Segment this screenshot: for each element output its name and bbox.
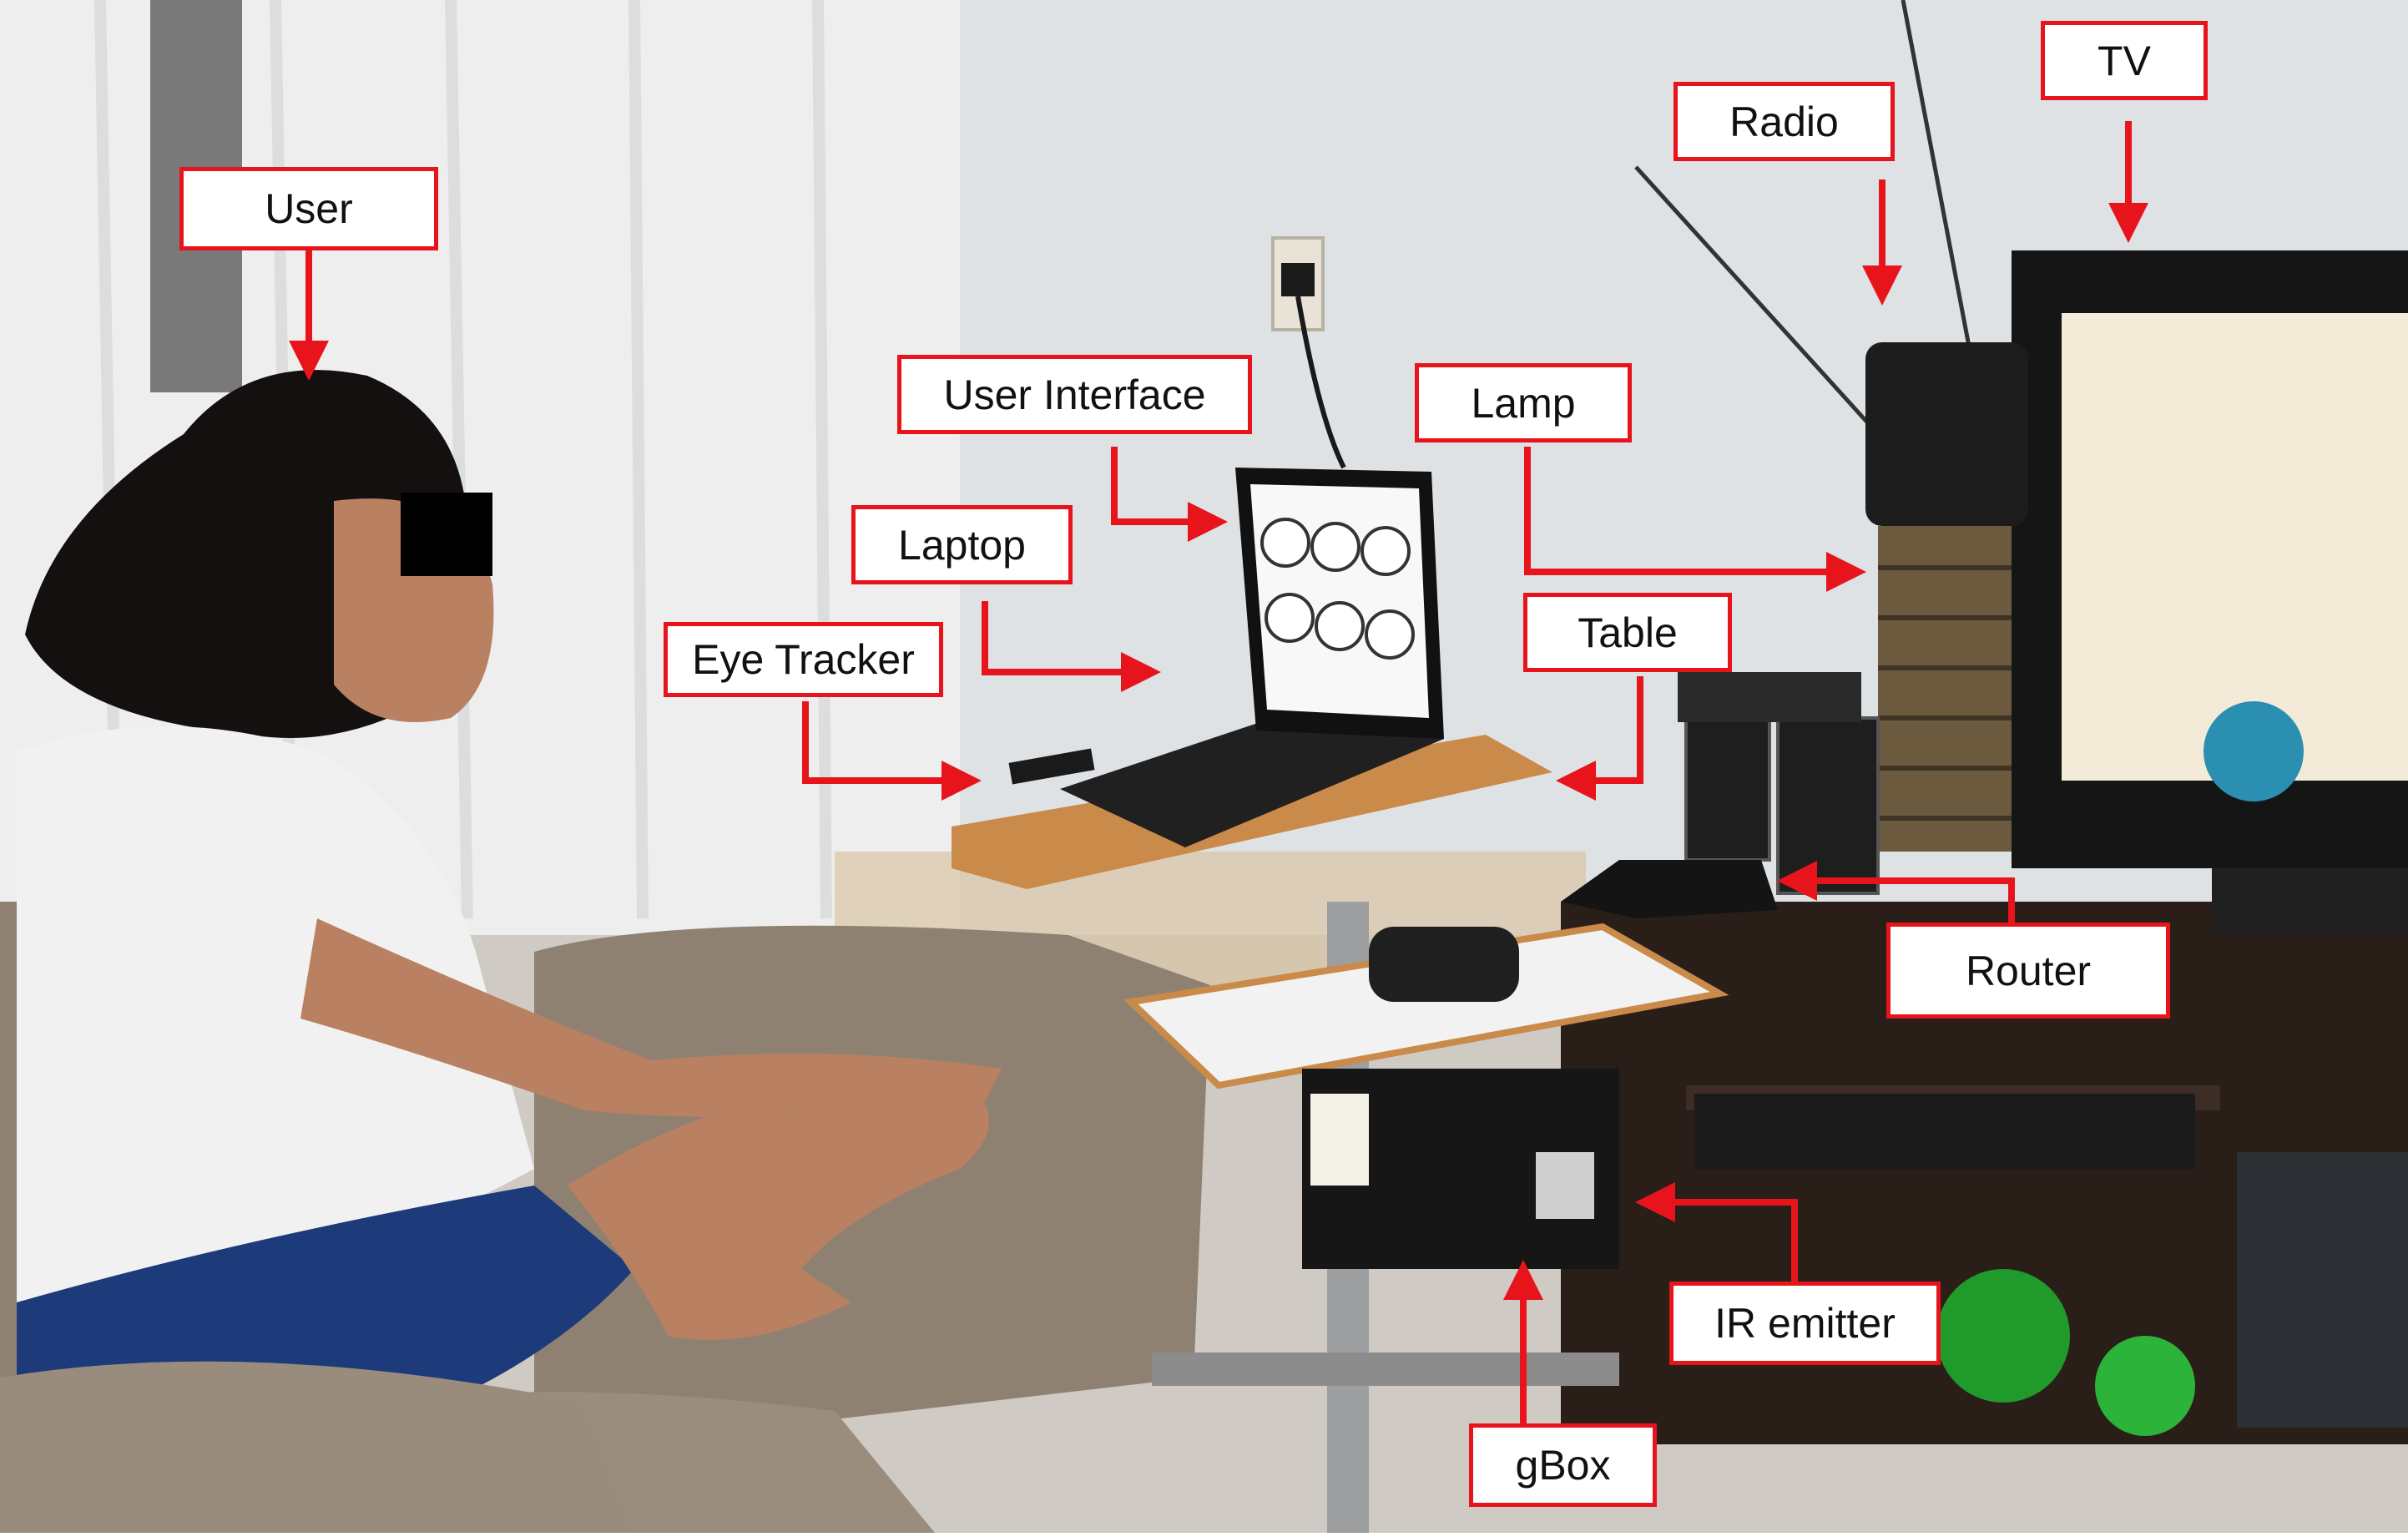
router-body <box>1561 860 1778 918</box>
speaker-back <box>1678 672 1861 722</box>
tv-screen-object <box>2204 701 2304 801</box>
label-table: Table <box>1523 593 1732 672</box>
back-arrow-icon <box>1310 522 1360 572</box>
user-arm <box>300 918 1002 1117</box>
eye-tracker-device <box>1008 748 1095 785</box>
power-icon <box>1315 601 1365 651</box>
table-base <box>1152 1352 1619 1386</box>
user-shirt <box>17 726 534 1302</box>
lamp-base <box>1878 526 2012 852</box>
user-legs <box>568 1076 989 1340</box>
outlet-plug <box>1281 263 1315 296</box>
camera-mount <box>1369 927 1519 1002</box>
speaker-icon <box>1360 526 1411 576</box>
label-radio: Radio <box>1673 82 1895 161</box>
speaker-right <box>1776 716 1880 895</box>
lamp-weave <box>1878 565 2012 821</box>
label-ir-emitter: IR emitter <box>1669 1282 1941 1365</box>
radio-antenna-2 <box>1634 165 1880 436</box>
green-ball-1 <box>1936 1269 2070 1403</box>
radio-antenna-1 <box>1901 0 1972 351</box>
speaker-low-icon <box>1365 609 1415 660</box>
tv-screen <box>2062 313 2408 781</box>
label-user: User <box>179 167 438 250</box>
label-tv: TV <box>2041 21 2208 100</box>
cabinet-device <box>1694 1094 2195 1169</box>
ir-emitter-device <box>1536 1152 1594 1219</box>
green-ball-2 <box>2095 1336 2195 1436</box>
label-laptop: Laptop <box>851 505 1073 584</box>
label-gbox: gBox <box>1469 1423 1657 1507</box>
radio-body <box>1865 342 2028 526</box>
face-blackout <box>401 493 492 576</box>
label-user-interface: User Interface <box>897 355 1252 434</box>
ui-icon-grid <box>1260 518 1415 660</box>
power-cable <box>1295 296 1346 469</box>
label-eye-tracker: Eye Tracker <box>664 622 943 697</box>
subwoofer <box>2237 1152 2408 1428</box>
speaker-left <box>1684 700 1771 862</box>
laptop-base <box>1060 697 1444 847</box>
sofa-front <box>0 1361 634 1533</box>
channel-icon <box>1265 593 1315 643</box>
label-router: Router <box>1886 923 2170 1019</box>
gbox-label <box>1310 1094 1369 1186</box>
label-lamp: Lamp <box>1415 363 1632 442</box>
up-down-icon <box>1260 518 1310 568</box>
tv-stand <box>2212 868 2408 935</box>
